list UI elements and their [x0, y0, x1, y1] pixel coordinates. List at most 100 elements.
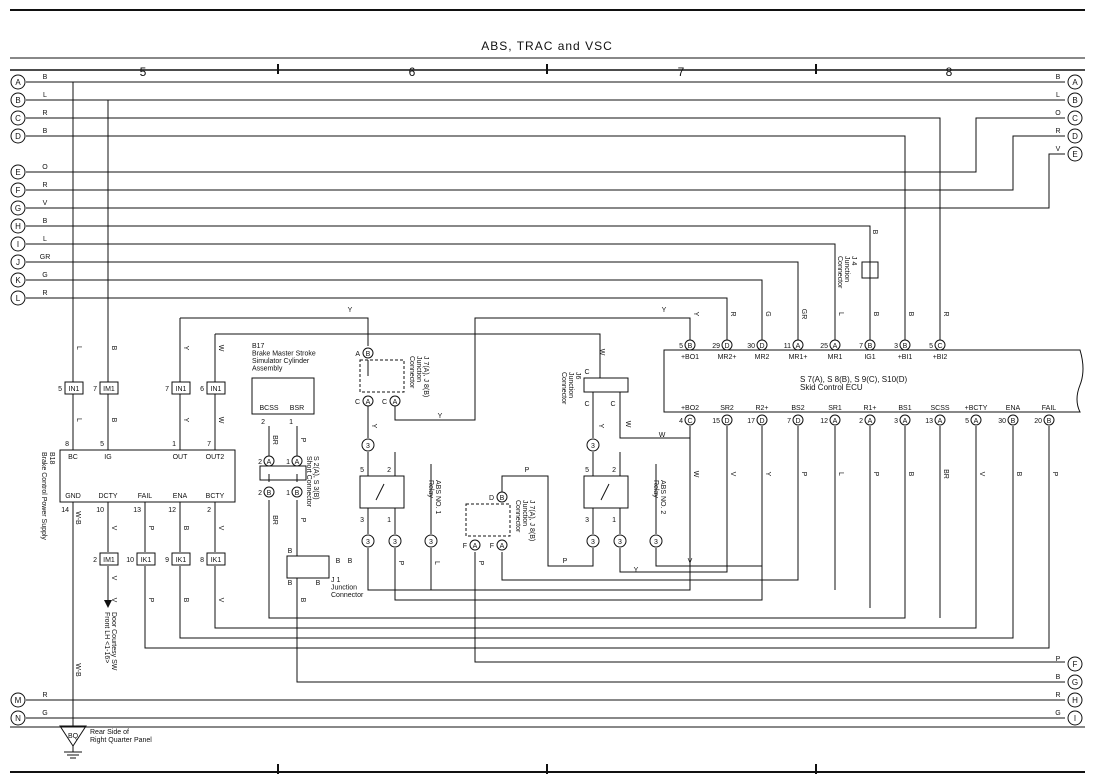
out-connector-no-0: 2: [93, 557, 97, 564]
in-connector-no-2: 7: [165, 386, 169, 393]
j7-top-pin-c2-label: A: [393, 399, 398, 406]
relay1-conn-b2: [388, 534, 402, 548]
out-connector-wire-3: V: [217, 526, 224, 531]
ecu-bottom-pin-10-label: B: [1047, 418, 1052, 425]
j7-top-pin-c2-no: C: [382, 399, 387, 406]
ecu-bottom-pin-4: [829, 414, 841, 426]
b17-pin-no-1: 1: [289, 419, 293, 426]
b18-top-pin-name-3: OUT2: [206, 454, 225, 461]
ecu-bottom-pin-name-2: R2+: [755, 405, 768, 412]
relay1-conn-b3-label: 3: [429, 539, 433, 546]
section-8: 8: [946, 65, 953, 79]
left-ref-wire-A: B: [43, 74, 48, 81]
b17-pin-wire-1: P: [299, 438, 306, 443]
in-connector-name-1: IM1: [103, 386, 115, 393]
ecu-bottom-pin-no-2: 17: [747, 418, 755, 425]
b18-bottom-pin-no-1: 10: [96, 507, 104, 514]
left-ref-wire-D: B: [43, 128, 48, 135]
relay2-conn-b2: [613, 534, 627, 548]
ecu-bottom-pin-9: [1007, 414, 1019, 426]
left-ref-J: [10, 254, 26, 270]
wire-y-rel: Y: [597, 424, 604, 429]
bottom-right-ref-I-label: I: [1074, 714, 1076, 723]
relay1-pin-2: 2: [387, 467, 391, 474]
j6-pin-1: C: [584, 401, 589, 408]
left-ref-L: [10, 290, 26, 306]
j7-mid-pin-a2-label: A: [500, 543, 505, 550]
bottom-right-ref-F-label: F: [1073, 660, 1078, 669]
ecu-top-pin-name-4: MR1: [828, 354, 843, 361]
j7-mid-pin-f2: F: [490, 543, 494, 550]
ecu-bottom-pin-8-label: A: [974, 418, 979, 425]
ecu-title-line2: Skid Control ECU: [800, 383, 863, 392]
relay2-conn-b2-label: 3: [618, 539, 622, 546]
out-connector-3: [206, 552, 226, 566]
ecu-top-pin-name-3: MR1+: [789, 354, 808, 361]
j1-line-2: Connector: [331, 592, 364, 599]
out-connector-2: [171, 552, 191, 566]
left-ref-F-label: F: [16, 186, 21, 195]
in-connector-wire-lower-1: B: [110, 418, 117, 423]
left-ref-H-label: H: [15, 222, 21, 231]
out-connector-0: [99, 552, 119, 566]
ecu-bottom-pin-0: [684, 414, 696, 426]
ecu-top-pin-name-0: +BO1: [681, 354, 699, 361]
ground-line-0: Rear Side of: [90, 729, 129, 736]
bottom-right-ref-G: [1067, 674, 1083, 690]
left-ref-wire-E: O: [42, 164, 48, 171]
ecu-top-pin-4: [829, 339, 841, 351]
wire-v-door: V: [110, 576, 117, 581]
short-conn-pin-a1: [263, 455, 275, 467]
ecu-top-pin-2: [756, 339, 768, 351]
relay2-pin-1: 1: [612, 517, 616, 524]
j7-mid-line-2: Connector: [514, 500, 521, 533]
left-ref-E: [10, 164, 26, 180]
out-connector-name-1: IK1: [141, 557, 152, 564]
ecu-bottom-pin-name-5: R1+: [863, 405, 876, 412]
short-conn-pin-no-b1: 2: [258, 490, 262, 497]
b17-pin-no-0: 2: [261, 419, 265, 426]
b18-name: B18: [48, 452, 55, 465]
out-connector-name-3: IK1: [211, 557, 222, 564]
ecu-top-wire-7: R: [942, 311, 949, 316]
out-connector-name-0: IM1: [103, 557, 115, 564]
b18-power-supply-box: [59, 449, 236, 503]
relay2-line-0: ABS NO. 2: [659, 480, 666, 514]
in-connector-no-0: 5: [58, 386, 62, 393]
ecu-top-pin-1-label: D: [724, 343, 729, 350]
ecu-bottom-pin-4-label: A: [833, 418, 838, 425]
ecu-bottom-wire-4: L: [837, 472, 844, 476]
in-connector-1: [99, 381, 119, 395]
short-conn-pin-b2: [291, 486, 303, 498]
ecu-bottom-wire-3: P: [800, 472, 807, 477]
ecu-top-pin-3-label: A: [796, 343, 801, 350]
b17-pin-wire-0: BR: [271, 435, 278, 445]
relay1-conn-b2-label: 3: [393, 539, 397, 546]
j6-pin-0: C: [584, 369, 589, 376]
ecu-top-pin-no-2: 30: [747, 343, 755, 350]
b18-top-pin-no-3: 7: [207, 441, 211, 448]
left-ref-wire-C: R: [42, 110, 47, 117]
left-ref-wire-F: R: [42, 182, 47, 189]
ecu-bottom-wire-6: B: [907, 472, 914, 477]
ecu-top-pin-7-label: C: [937, 343, 942, 350]
left-ref-wire-K: G: [42, 272, 47, 279]
relay1-conn-top: [361, 438, 375, 452]
in-connector-wire-1: B: [110, 346, 117, 351]
short-conn-pin-a1-label: A: [267, 459, 272, 466]
ecu-top-pin-2-label: D: [759, 343, 764, 350]
right-ref-C: [1067, 110, 1083, 126]
out-connector-no-3: 8: [200, 557, 204, 564]
ecu-bottom-pin-8: [970, 414, 982, 426]
ecu-bottom-pin-no-9: 30: [998, 418, 1006, 425]
ecu-top-pin-no-7: 5: [929, 343, 933, 350]
bottom-right-ref-F: [1067, 656, 1083, 672]
j7-top-pin-c1-no: C: [355, 399, 360, 406]
j7-top-box: [359, 359, 405, 393]
left-ref-wire-G: V: [43, 200, 48, 207]
wire-bq: W-B: [74, 663, 81, 677]
bottom-right-ref-H-label: H: [1072, 696, 1078, 705]
j6-line-2: Connector: [560, 372, 567, 405]
in-connector-name-0: IN1: [69, 386, 80, 393]
ecu-bottom-pin-5-label: A: [868, 418, 873, 425]
